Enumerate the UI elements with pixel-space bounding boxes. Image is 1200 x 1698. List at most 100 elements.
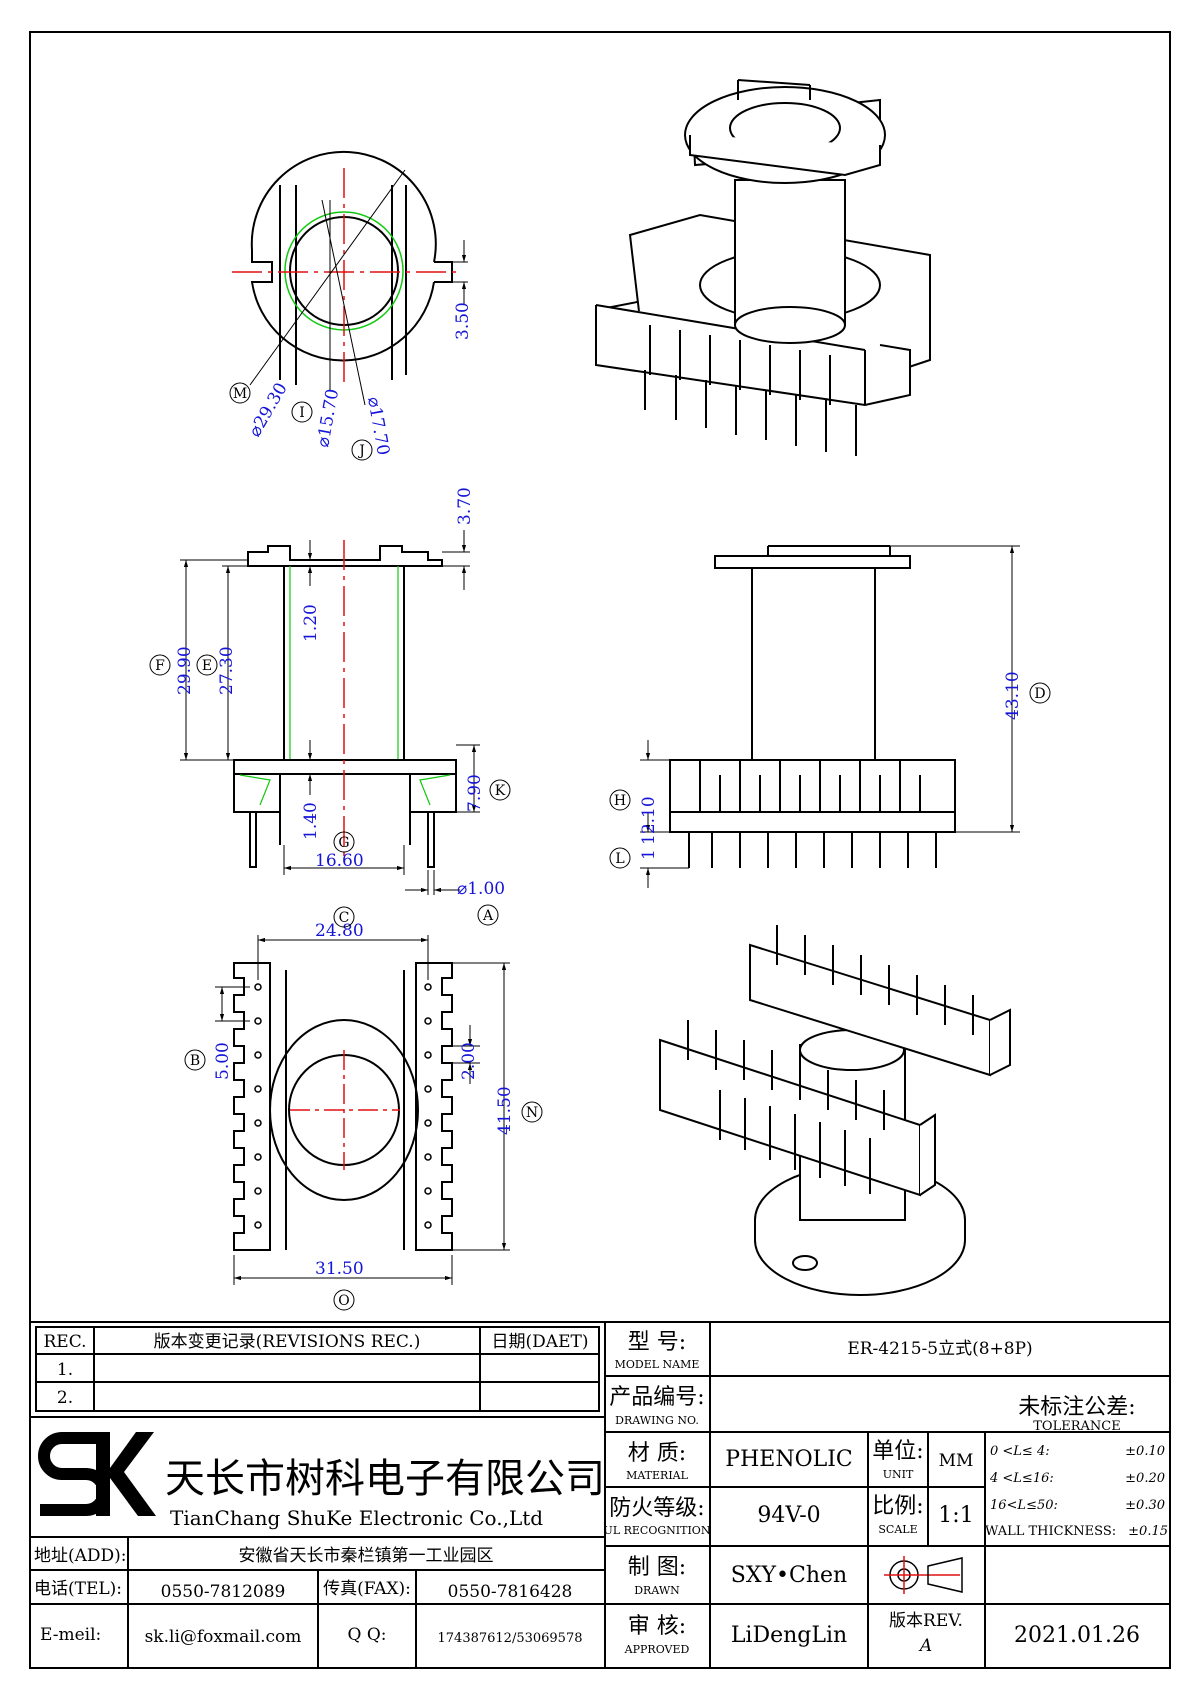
material-value: PHENOLIC <box>725 1447 852 1472</box>
tolerance-range-1: 0 <L≤ 4: <box>990 1444 1050 1459</box>
tolerance-range-4: WALL THICKNESS: <box>985 1524 1116 1539</box>
svg-text:F: F <box>155 658 165 674</box>
svg-text:J: J <box>357 443 365 459</box>
ul-value: 94V-0 <box>757 1503 820 1528</box>
svg-text:H: H <box>614 793 626 809</box>
scale-label-en: SCALE <box>878 1523 917 1536</box>
svg-text:L: L <box>615 851 624 867</box>
bottom-view <box>215 935 510 1285</box>
fax-value: 0550-7816428 <box>448 1582 573 1602</box>
dim-24-80: 24.80 <box>315 921 364 941</box>
dim-3-50: 3.50 <box>453 302 473 340</box>
dim-3-70: 3.70 <box>455 487 475 525</box>
rev-rec-label: REC. <box>43 1332 86 1352</box>
callout-C: C <box>333 906 355 928</box>
drawn-value: SXY•Chen <box>731 1563 847 1588</box>
drawing-label-cn: 产品编号: <box>609 1385 704 1410</box>
callout-G: G <box>333 831 355 853</box>
callout-H: H <box>609 789 631 811</box>
qq-value: 174387612/53069578 <box>438 1631 583 1646</box>
tolerance-range-3: 16<L≤50: <box>990 1498 1058 1513</box>
callout-D: D <box>1029 682 1051 704</box>
addr-value: 安徽省天长市秦栏镇第一工业园区 <box>239 1546 494 1566</box>
rev-value: A <box>918 1636 932 1656</box>
svg-text:I: I <box>299 405 305 421</box>
model-label-en: MODEL NAME <box>615 1358 700 1371</box>
tolerance-value-1: ±0.10 <box>1125 1444 1165 1459</box>
top-view <box>232 150 468 406</box>
qq-label: Q Q: <box>347 1625 386 1645</box>
unit-label-en: UNIT <box>883 1468 914 1481</box>
ul-label-en: UL RECOGNITION <box>604 1524 711 1537</box>
scale-label-cn: 比例: <box>872 1494 923 1519</box>
title-block-grid <box>29 1321 1171 1669</box>
date-value: 2021.01.26 <box>1014 1623 1140 1648</box>
dim-7-90: 7.90 <box>465 774 485 812</box>
drawing-label-en: DRAWING NO. <box>615 1414 699 1427</box>
callout-N: N <box>521 1101 543 1123</box>
callout-E: E <box>196 654 218 676</box>
tolerance-title-en: TOLERANCE <box>1033 1419 1120 1434</box>
projection-symbol-icon <box>884 1556 963 1594</box>
rev-date-header: 日期(DAET) <box>492 1332 589 1352</box>
approved-label-cn: 审 核: <box>628 1614 686 1639</box>
svg-text:A: A <box>482 908 494 924</box>
dim-41-50: 41.50 <box>495 1086 515 1135</box>
svg-text:N: N <box>526 1105 538 1121</box>
tel-value: 0550-7812089 <box>161 1582 286 1602</box>
approved-label-en: APPROVED <box>624 1643 690 1656</box>
company-name-en: TianChang ShuKe Electronic Co.,Ltd <box>170 1506 543 1530</box>
dim-12-10: 12.10 <box>639 796 659 845</box>
callout-O: O <box>333 1289 355 1311</box>
unit-label-cn: 单位: <box>872 1439 923 1464</box>
scale-value: 1:1 <box>938 1503 973 1528</box>
svg-text:D: D <box>1034 686 1045 702</box>
callout-J: J <box>351 439 373 461</box>
fax-label: 传真(FAX): <box>323 1579 411 1599</box>
callout-I: I <box>291 401 313 423</box>
ul-label-cn: 防火等级: <box>609 1496 704 1521</box>
addr-label: 地址(ADD): <box>34 1546 127 1566</box>
drawing-frame <box>29 31 1171 1669</box>
tolerance-value-4: ±0.15 <box>1128 1524 1168 1539</box>
dim-27-30: 27.30 <box>217 646 237 695</box>
model-label-cn: 型 号: <box>628 1330 686 1355</box>
svg-text:M: M <box>233 386 247 402</box>
dim-dia-29-30: ⌀29.30 <box>245 379 292 440</box>
drawn-label-cn: 制 图: <box>628 1555 686 1580</box>
callout-M: M <box>229 382 251 404</box>
drawn-label-en: DRAWN <box>634 1584 680 1597</box>
company-logo <box>38 1432 156 1516</box>
callout-K: K <box>489 779 511 801</box>
tolerance-value-3: ±0.30 <box>1125 1498 1165 1513</box>
svg-text:C: C <box>339 910 350 926</box>
dim-31-50: 31.50 <box>315 1259 364 1279</box>
svg-text:B: B <box>190 1053 200 1069</box>
side-view <box>640 545 1020 888</box>
isometric-view-top <box>595 79 931 456</box>
callout-L: L <box>609 847 631 869</box>
approved-value: LiDengLin <box>731 1623 847 1648</box>
dim-2-00: 2.00 <box>459 1042 479 1080</box>
dim-29-90: 29.90 <box>175 646 195 695</box>
dim-dia-17-70: ⌀17.70 <box>363 395 393 456</box>
svg-text:O: O <box>338 1293 349 1309</box>
material-label-cn: 材 质: <box>628 1441 686 1466</box>
dim-1-20: 1.20 <box>301 604 321 642</box>
dim-43-10: 43.10 <box>1003 671 1023 720</box>
tolerance-range-2: 4 <L≤16: <box>989 1471 1054 1486</box>
isometric-view-bottom <box>659 925 1011 1296</box>
unit-value: MM <box>939 1451 974 1471</box>
material-label-en: MATERIAL <box>626 1469 689 1482</box>
front-view <box>180 530 480 895</box>
rev-label: 版本REV. <box>889 1611 963 1631</box>
rev-row-2: 2. <box>57 1388 73 1408</box>
email-label: E-meil: <box>40 1625 101 1645</box>
rev-row-1: 1. <box>57 1360 73 1380</box>
tel-label: 电话(TEL): <box>34 1579 122 1599</box>
dim-dia-15-70: ⌀15.70 <box>313 387 343 448</box>
callout-F: F <box>149 654 171 676</box>
svg-text:E: E <box>202 658 212 674</box>
dim-5-00: 5.00 <box>213 1042 233 1080</box>
